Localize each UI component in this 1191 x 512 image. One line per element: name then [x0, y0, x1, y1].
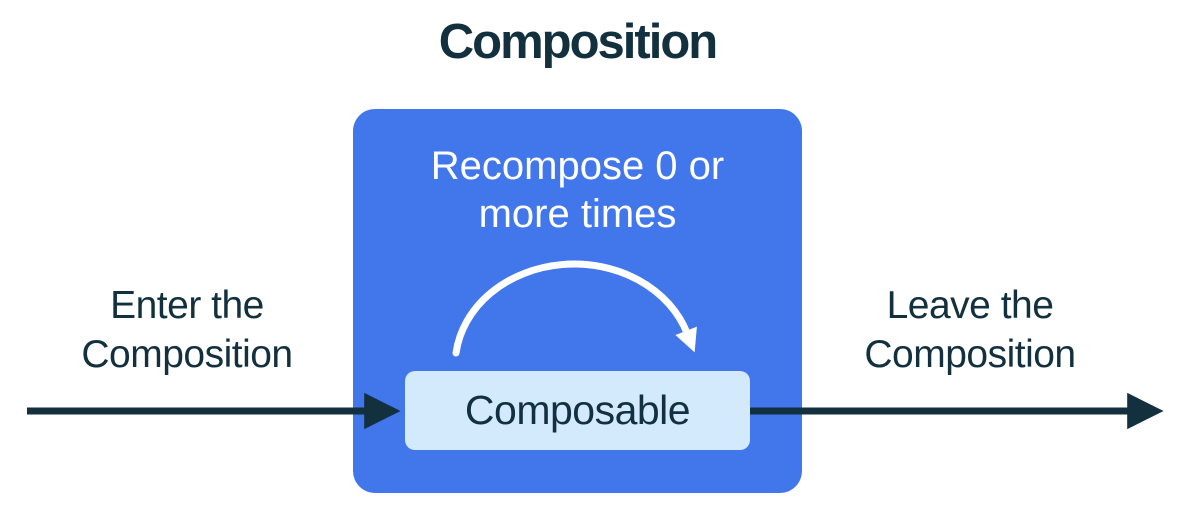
enter-composition-label: Enter the Composition: [81, 284, 293, 376]
recompose-label: Recompose 0 or more times: [430, 144, 725, 236]
diagram-title: Composition: [438, 15, 718, 69]
leave-composition-label: Leave the Composition: [864, 284, 1076, 376]
composable-label: Composable: [464, 387, 691, 433]
composable-node: Composable: [405, 371, 750, 450]
